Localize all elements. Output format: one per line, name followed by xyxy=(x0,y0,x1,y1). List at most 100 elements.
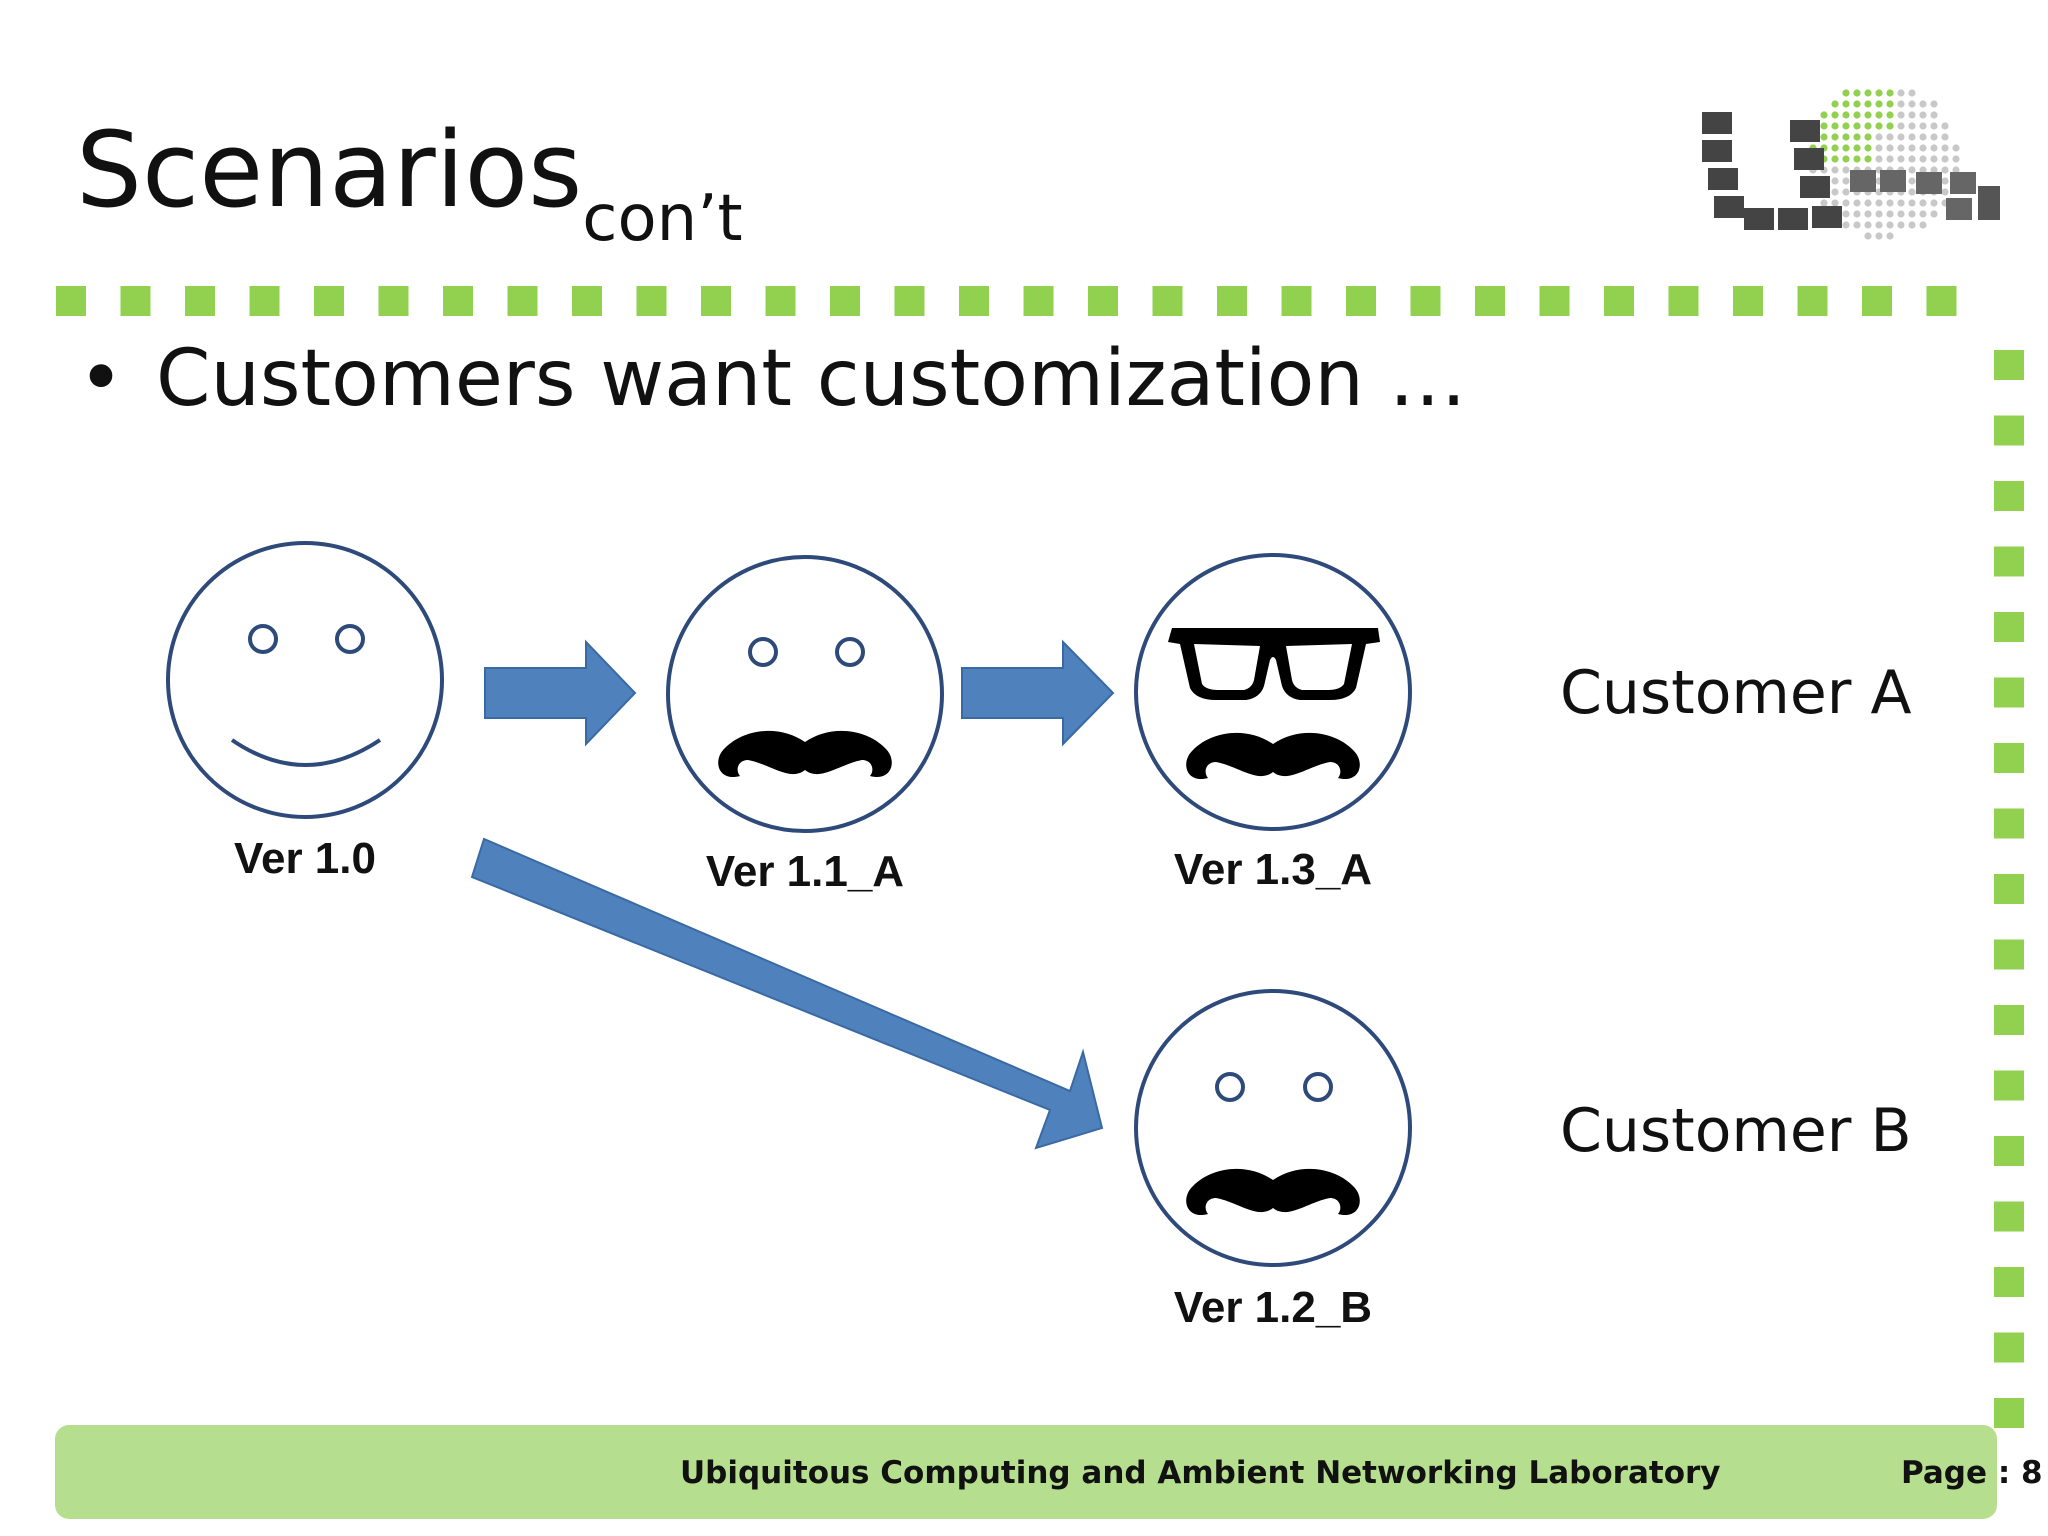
logo-dot xyxy=(1897,111,1905,119)
bullet-text: Customers want customization … xyxy=(156,334,1467,424)
logo-dot xyxy=(1886,155,1894,163)
logo-dot xyxy=(1853,199,1861,207)
logo-dot xyxy=(1897,155,1905,163)
border-dot xyxy=(701,286,731,316)
logo-dot xyxy=(1831,166,1839,174)
logo-dot xyxy=(1908,166,1916,174)
logo-dot xyxy=(1875,89,1883,97)
logo-dot xyxy=(1864,232,1872,240)
logo-dot xyxy=(1930,144,1938,152)
border-dot xyxy=(120,286,151,316)
version-label-ver-1-2-b: Ver 1.2_B xyxy=(1173,1283,1373,1332)
logo-dot xyxy=(1908,122,1916,130)
logo-dot xyxy=(1908,100,1916,108)
logo-dot xyxy=(1875,133,1883,141)
logo-dot xyxy=(1864,210,1872,218)
logo-dot xyxy=(1875,210,1883,218)
border-dot xyxy=(1926,286,1957,316)
logo-dot xyxy=(1897,100,1905,108)
logo-dot xyxy=(1919,111,1927,119)
border-dot xyxy=(636,286,667,316)
version-label-ver-1-1-a: Ver 1.1_A xyxy=(705,847,905,896)
logo-dot xyxy=(1875,111,1883,119)
logo-dot xyxy=(1820,199,1828,207)
logo-dot xyxy=(1864,133,1872,141)
logo-dot xyxy=(1930,122,1938,130)
arrow-icon-v11a-to-v13a xyxy=(961,639,1115,747)
logo-dot xyxy=(1875,100,1883,108)
logo-dot xyxy=(1831,122,1839,130)
border-dot xyxy=(1994,677,2024,708)
logo-dot xyxy=(1897,221,1905,229)
border-dot xyxy=(959,286,989,316)
logo-dot xyxy=(1864,89,1872,97)
border-dot xyxy=(1994,808,2024,839)
border-dot xyxy=(765,286,796,316)
logo-dot xyxy=(1952,155,1960,163)
logo-dot xyxy=(1941,144,1949,152)
border-dot xyxy=(1994,415,2024,446)
logo-dot xyxy=(1919,100,1927,108)
logo-dot xyxy=(1908,155,1916,163)
border-dot xyxy=(1668,286,1699,316)
border-dot xyxy=(443,286,473,316)
footer-lab-name: Ubiquitous Computing and Ambient Network… xyxy=(680,1455,1721,1491)
logo-dot xyxy=(1897,122,1905,130)
logo-dot xyxy=(1853,122,1861,130)
footer-bar: Ubiquitous Computing and Ambient Network… xyxy=(55,1425,2043,1519)
logo-dot xyxy=(1842,210,1850,218)
logo-dot xyxy=(1842,177,1850,185)
logo-dot xyxy=(1875,232,1883,240)
border-dot xyxy=(1604,286,1634,316)
logo-dot xyxy=(1908,210,1916,218)
logo-dot xyxy=(1864,122,1872,130)
logo-dot xyxy=(1886,210,1894,218)
logo-dot xyxy=(1875,221,1883,229)
logo-dot xyxy=(1864,100,1872,108)
logo-dot xyxy=(1875,155,1883,163)
logo-dot xyxy=(1853,221,1861,229)
logo-dot xyxy=(1831,188,1839,196)
logo-dot xyxy=(1930,111,1938,119)
mustache-face-b-icon xyxy=(1134,989,1412,1267)
ucan-logo xyxy=(1702,89,2000,240)
logo-dot xyxy=(1831,100,1839,108)
border-dot xyxy=(830,286,860,316)
logo-dot xyxy=(1886,133,1894,141)
logo-dot xyxy=(1897,144,1905,152)
border-dot xyxy=(1994,1005,2024,1035)
logo-dot xyxy=(1842,122,1850,130)
logo-dot xyxy=(1853,144,1861,152)
border-dot xyxy=(378,286,409,316)
logo-dot xyxy=(1908,199,1916,207)
border-dot xyxy=(1994,1332,2024,1363)
version-label-ver-1-0: Ver 1.0 xyxy=(234,834,376,883)
customer-b-label: Customer B xyxy=(1560,1096,1912,1166)
logo-dot xyxy=(1886,89,1894,97)
smiley-face-icon xyxy=(166,541,444,819)
logo-dot xyxy=(1842,188,1850,196)
logo-dot xyxy=(1897,89,1905,97)
logo-dot xyxy=(1930,100,1938,108)
border-dot xyxy=(1023,286,1054,316)
logo-dot xyxy=(1886,144,1894,152)
border-dot xyxy=(1994,1267,2024,1297)
logo-dot xyxy=(1897,199,1905,207)
glasses-mustache-face-icon xyxy=(1134,553,1412,831)
border-dot xyxy=(1797,286,1828,316)
logo-dot xyxy=(1919,122,1927,130)
logo-dot xyxy=(1908,177,1916,185)
border-dot xyxy=(1733,286,1763,316)
logo-dot xyxy=(1831,133,1839,141)
logo-dot xyxy=(1886,221,1894,229)
border-dot xyxy=(1152,286,1183,316)
border-dot xyxy=(1346,286,1376,316)
logo-dot xyxy=(1886,199,1894,207)
logo-dot xyxy=(1941,155,1949,163)
border-dot xyxy=(1994,1398,2024,1428)
border-dot xyxy=(1281,286,1312,316)
logo-dot xyxy=(1886,111,1894,119)
border-dot xyxy=(1994,874,2024,904)
border-dot xyxy=(185,286,215,316)
